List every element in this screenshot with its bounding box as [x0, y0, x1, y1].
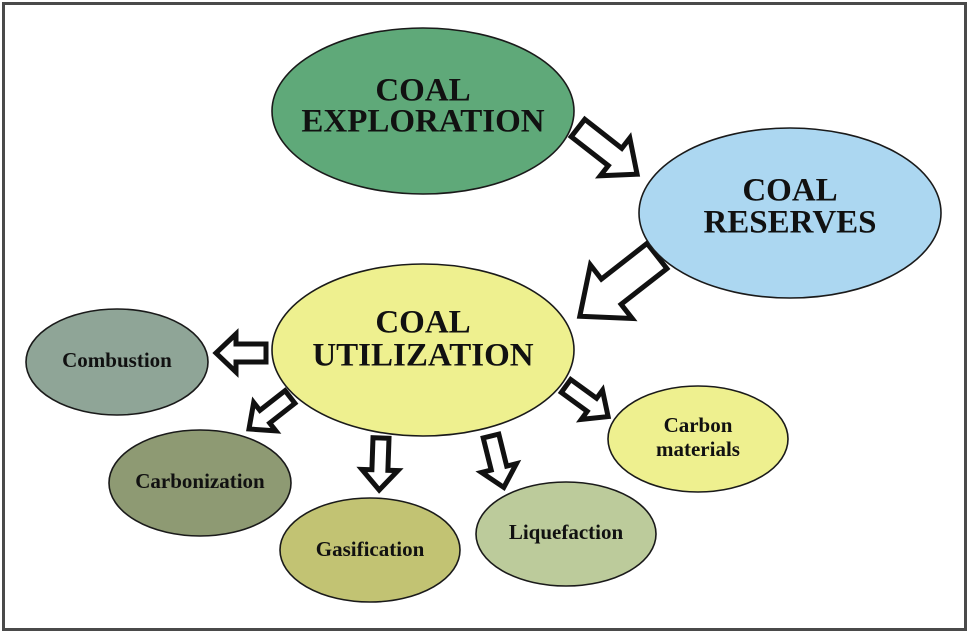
arrow-utilization-to-liquefaction [475, 431, 522, 492]
node-coal-reserves-label-2: RESERVES [703, 205, 876, 241]
arrow-utilization-to-carbon-materials [557, 376, 612, 423]
node-carbonization-shape [108, 429, 292, 537]
node-gasification: Gasification [279, 497, 461, 603]
arrow-reserves-to-utilization [576, 239, 671, 322]
node-coal-exploration-label-1: COAL [375, 73, 470, 109]
node-liquefaction-shape [475, 481, 657, 587]
arrow-utilization-to-gasification [356, 435, 404, 494]
node-liquefaction-label: Liquefaction [509, 520, 624, 544]
node-coal-reserves-label-1: COAL [742, 173, 837, 209]
node-combustion-shape [25, 308, 209, 416]
node-carbon-materials: Carbon materials [607, 385, 789, 493]
node-carbonization: Carbonization [108, 429, 292, 537]
arrow-exploration-to-reserves [567, 115, 641, 179]
node-coal-utilization-label-2: UTILIZATION [312, 338, 533, 374]
node-gasification-label: Gasification [316, 537, 425, 561]
node-carbon-materials-label-1: Carbon [664, 413, 733, 437]
node-coal-reserves-shape [638, 127, 942, 299]
node-coal-exploration-shape [271, 27, 575, 195]
node-coal-exploration-label-2: EXPLORATION [301, 104, 544, 140]
node-coal-exploration: COAL EXPLORATION [271, 27, 575, 195]
node-combustion-label: Combustion [62, 348, 172, 372]
node-carbonization-label: Carbonization [135, 469, 265, 493]
node-coal-reserves: COAL RESERVES [638, 127, 942, 299]
node-coal-utilization-label-1: COAL [375, 305, 470, 341]
node-carbon-materials-label-2: materials [656, 437, 740, 461]
node-coal-utilization: COAL UTILIZATION [271, 263, 575, 437]
arrow-utilization-to-carbonization [246, 387, 299, 434]
node-gasification-shape [279, 497, 461, 603]
node-carbon-materials-shape [607, 385, 789, 493]
node-liquefaction: Liquefaction [475, 481, 657, 587]
node-combustion: Combustion [25, 308, 209, 416]
node-coal-utilization-shape [271, 263, 575, 437]
arrow-utilization-to-combustion [212, 328, 269, 378]
